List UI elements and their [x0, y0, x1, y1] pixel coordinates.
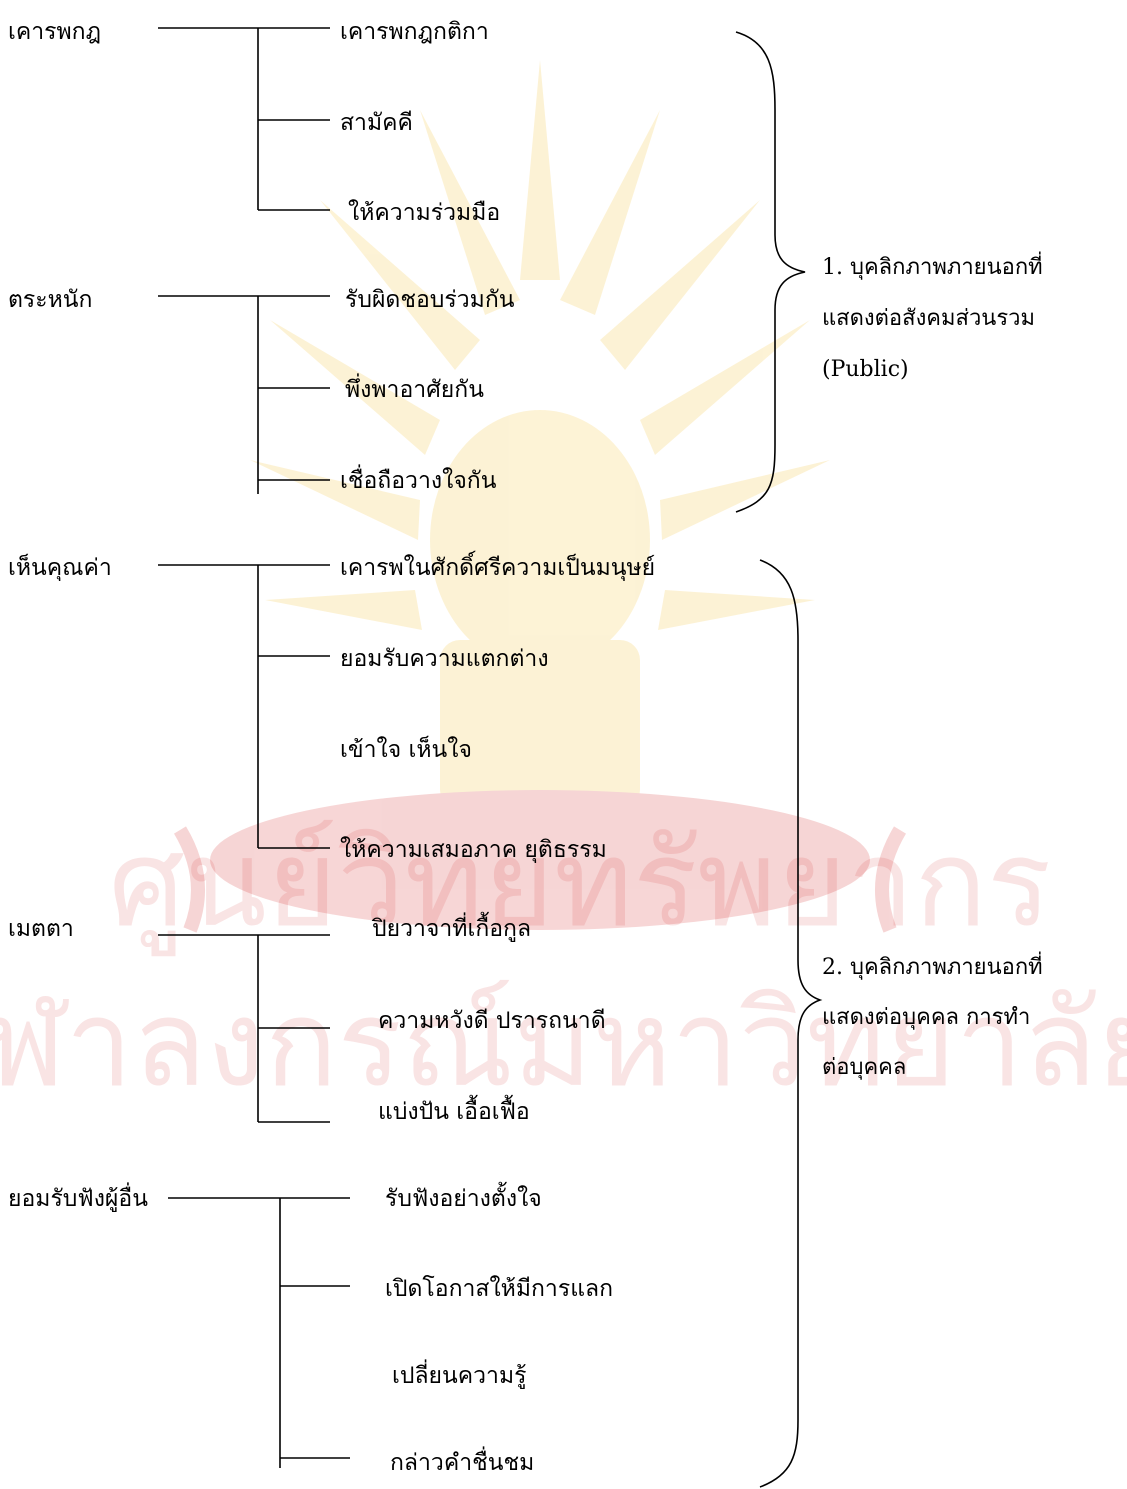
item-label: กล่าวคำชื่นชม — [390, 1450, 535, 1476]
bracket-note-line: ต่อบุคคล — [822, 1055, 907, 1080]
item-label: เปลี่ยนความรู้ — [392, 1363, 527, 1389]
bracket-note-line: 2. บุคลิกภาพภายนอกที่ — [822, 955, 1043, 980]
bracket-note-line: 1. บุคลิกภาพภายนอกที่ — [822, 255, 1043, 280]
item-label: แบ่งปัน เอื้อเฟื้อ — [378, 1099, 530, 1125]
item-label: เคารพในศักดิ์ศรีความเป็นมนุษย์ — [340, 555, 656, 581]
item-label: ความหวังดี ปรารถนาดี — [378, 1008, 606, 1034]
item-label: เปิดโอกาสให้มีการแลก — [385, 1276, 614, 1302]
bracket-note-line: (Public) — [822, 357, 909, 382]
item-label: ให้ความเสมอภาค ยุติธรรม — [340, 837, 607, 863]
brace-2 — [759, 559, 823, 1488]
category-label: เคารพกฎ — [8, 19, 102, 45]
brace-1 — [735, 31, 806, 513]
item-label: รับฟังอย่างตั้งใจ — [385, 1186, 542, 1212]
item-label: พึ่งพาอาศัยกัน — [345, 377, 484, 403]
item-label: รับผิดชอบร่วมกัน — [345, 287, 515, 313]
bracket-note-line: แสดงต่อสังคมส่วนรวม — [822, 306, 1036, 331]
item-label: เชื่อถือวางใจกัน — [340, 468, 497, 494]
category-label: ยอมรับฟังผู้อื่น — [8, 1186, 148, 1212]
item-label: ปิยวาจาที่เกื้อกูล — [372, 916, 532, 942]
item-label: ให้ความร่วมมือ — [348, 200, 501, 226]
item-label: เคารพกฎกติกา — [340, 19, 489, 45]
item-label: สามัคคี — [340, 110, 413, 136]
item-label: เข้าใจ เห็นใจ — [340, 737, 472, 763]
watermark-text-2: จุฬาลงกรณ์มหาวิทยาลัย — [0, 978, 1127, 1117]
category-label: เมตตา — [8, 916, 74, 942]
bracket-note-line: แสดงต่อบุคคล การทำ — [822, 1005, 1031, 1030]
watermark-text-1: ศูนย์วิทยทรัพยากร — [109, 818, 1052, 956]
item-label: ยอมรับความแตกต่าง — [340, 646, 549, 672]
category-label: เห็นคุณค่า — [8, 555, 112, 581]
category-label: ตระหนัก — [8, 287, 93, 313]
